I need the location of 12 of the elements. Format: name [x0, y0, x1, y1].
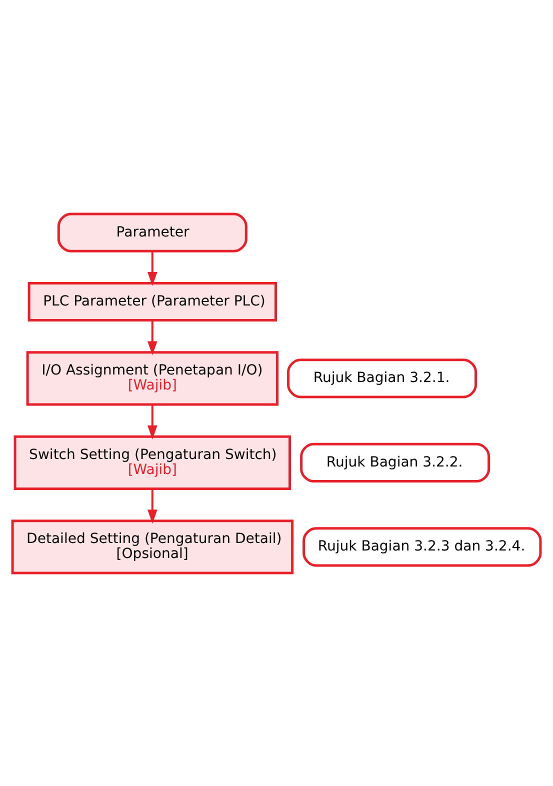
- node-box: Rujuk Bagian 3.2.1.: [287, 358, 478, 398]
- node-box: Rujuk Bagian 3.2.2.: [300, 442, 490, 482]
- arrow: [147, 488, 158, 524]
- arrow: [147, 250, 158, 286]
- node-box: Parameter: [57, 212, 248, 252]
- arrow: [147, 320, 158, 355]
- node-box: Rujuk Bagian 3.2.3 dan 3.2.4.: [302, 526, 542, 566]
- node-box: Detailed Setting (Pengaturan Detail) [Opsional]: [11, 519, 294, 574]
- node-box: I/O Assignment (Penetapan I/O) [Wajib]: [26, 350, 278, 406]
- node-box: Switch Setting (Pengaturan Switch) [Wajib]: [14, 434, 292, 490]
- node-box: PLC Parameter (Parameter PLC): [28, 281, 277, 322]
- arrow: [147, 404, 158, 439]
